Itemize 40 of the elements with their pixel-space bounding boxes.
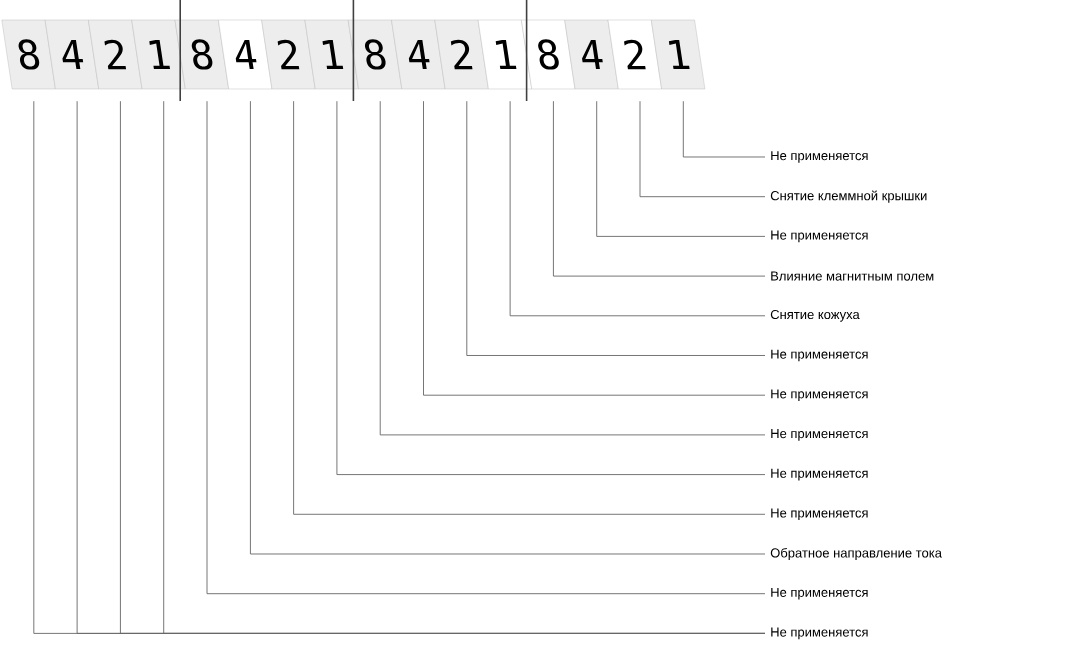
digit-cell: 1 (651, 19, 706, 90)
label-text: Не применяется (771, 230, 868, 243)
leader-line (596, 100, 766, 237)
digit-cell: 1 (304, 19, 359, 90)
label-text: Снятие клеммной крышки (770, 190, 927, 203)
leader-line (466, 100, 766, 356)
label-text: Не применяется (771, 389, 868, 401)
digit-cell: 2 (607, 19, 662, 90)
leader-line (639, 100, 766, 198)
label-text: Не применяется (771, 349, 868, 362)
digit-cell: 1 (131, 19, 186, 90)
label-text: Не применяется (771, 429, 868, 441)
leader-line (552, 100, 766, 277)
label-text: Влияние магнитным полем (771, 271, 934, 281)
label-text: Обратное направление тока (770, 547, 942, 561)
label-text: Снятие кожуха (770, 309, 860, 322)
leader-line (682, 100, 766, 158)
label-text: Не применяется (771, 508, 868, 521)
label-text: Не применяется (771, 587, 868, 600)
label-text: Не применяется (771, 627, 868, 640)
digit-cell: 2 (434, 19, 489, 90)
digit-cell: 4 (44, 19, 99, 90)
leader-line (379, 100, 766, 436)
digit-cell: 8 (1, 19, 56, 90)
digit-cell: 4 (564, 19, 619, 90)
digit-cell: 1 (477, 19, 532, 90)
digit-cell: 8 (348, 19, 403, 90)
label-text: Не применяется (771, 151, 868, 163)
digit-cell: 8 (174, 19, 229, 90)
leader-line (423, 100, 766, 396)
leader-line (249, 100, 766, 555)
digit-cell: 4 (391, 19, 446, 90)
digit-cell: 8 (521, 19, 576, 90)
leader-line (293, 100, 766, 515)
leader-line (336, 100, 766, 476)
digit-cell: 2 (88, 19, 143, 90)
label-text: Не применяется (771, 468, 868, 481)
digit-cell: 4 (218, 19, 273, 90)
digit-cell: 2 (261, 19, 316, 90)
leader-line (509, 100, 766, 317)
